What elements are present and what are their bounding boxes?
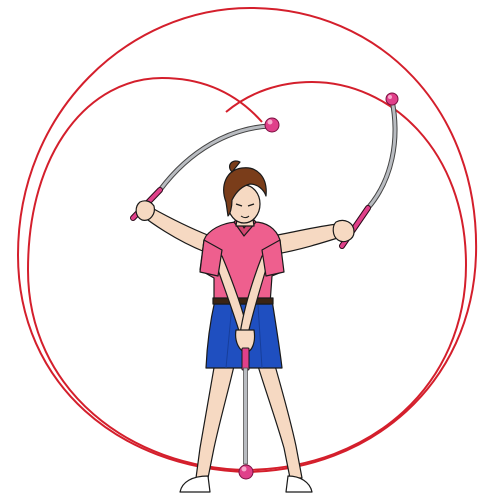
club-head-ball-highlight (242, 467, 247, 472)
club-shaft (368, 100, 395, 208)
leg-right (258, 362, 302, 478)
leg-left (196, 362, 234, 478)
hand-right-extended (333, 220, 354, 241)
club-head-ball-highlight (268, 120, 273, 125)
club-head-ball (386, 93, 398, 105)
club-shaft (244, 368, 248, 464)
belt (213, 298, 273, 304)
club-grip (242, 348, 249, 370)
club-head-ball (239, 465, 253, 479)
shoe-right (286, 476, 312, 492)
shoe-left (180, 476, 210, 492)
hand-left-extended (136, 201, 154, 221)
club-head-ball-highlight (388, 95, 392, 99)
club-head-ball (265, 118, 279, 132)
